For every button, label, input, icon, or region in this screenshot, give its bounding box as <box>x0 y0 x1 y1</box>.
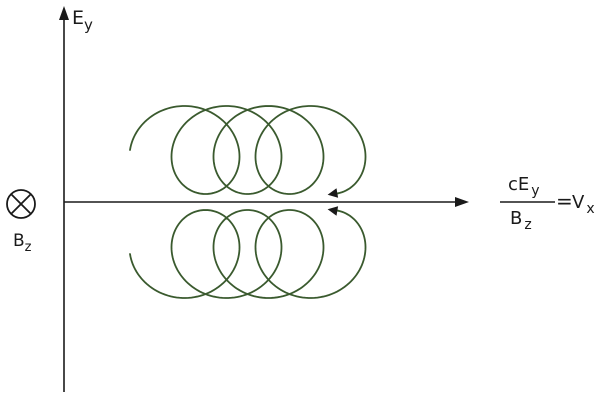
b-field-label: Bz <box>13 231 32 255</box>
formula-equals: = <box>556 189 573 213</box>
y-axis-arrowhead <box>59 6 69 20</box>
circled-cross-into-page-icon <box>6 189 36 219</box>
upper-trajectory-arrowhead-icon <box>327 188 339 198</box>
lower-drift-trajectory <box>129 209 367 299</box>
y-axis-label: Ey <box>72 7 93 34</box>
upper-drift-trajectory <box>129 105 367 195</box>
x-axis-arrowhead <box>455 197 469 207</box>
lower-trajectory-arrowhead-icon <box>327 206 339 216</box>
